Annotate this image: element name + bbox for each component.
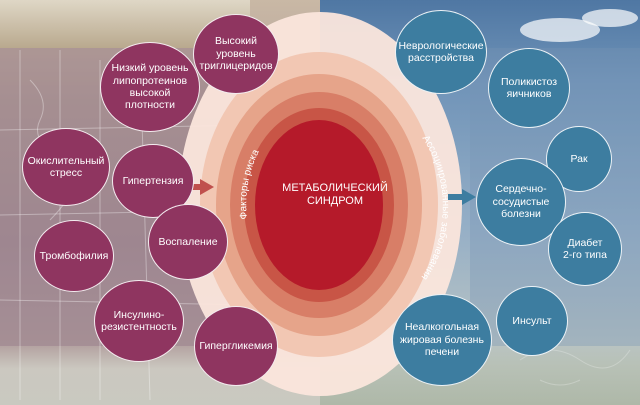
- disease-bubble-nafld: Неалкогольная жировая болезнь печени: [392, 294, 492, 386]
- risk-bubble-thrombophilia: Тромбофилия: [34, 220, 114, 292]
- risk-bubble-hyperglycemia: Гипергликемия: [194, 306, 278, 386]
- arc-label-risk-factors: Факторы риска: [238, 147, 262, 219]
- arrow-out-icon: [448, 189, 476, 205]
- risk-bubble-insulin-resistance: Инсулино- резистентность: [94, 280, 184, 362]
- svg-text:Факторы риска: Факторы риска: [238, 147, 262, 219]
- disease-bubble-neurological: Неврологические расстройства: [395, 10, 487, 94]
- risk-bubble-hdl: Низкий уровень липопротеинов высокой пло…: [100, 42, 200, 132]
- svg-text:Ассоциированные заболевания: Ассоциированные заболевания: [419, 133, 451, 281]
- disease-bubble-diabetes: Диабет 2-го типа: [548, 212, 622, 286]
- risk-bubble-triglycerides: Высокий уровень триглицеридов: [193, 14, 279, 94]
- disease-bubble-stroke: Инсульт: [496, 286, 568, 356]
- risk-bubble-oxidative-stress: Окислительный стресс: [22, 128, 110, 206]
- arc-label-associated-diseases: Ассоциированные заболевания: [419, 133, 451, 281]
- center-title: МЕТАБОЛИЧЕСКИЙ СИНДРОМ: [282, 182, 388, 208]
- core-circle: [255, 120, 383, 290]
- risk-bubble-inflammation: Воспаление: [148, 204, 228, 280]
- disease-bubble-pcos: Поликистоз яичников: [488, 48, 570, 128]
